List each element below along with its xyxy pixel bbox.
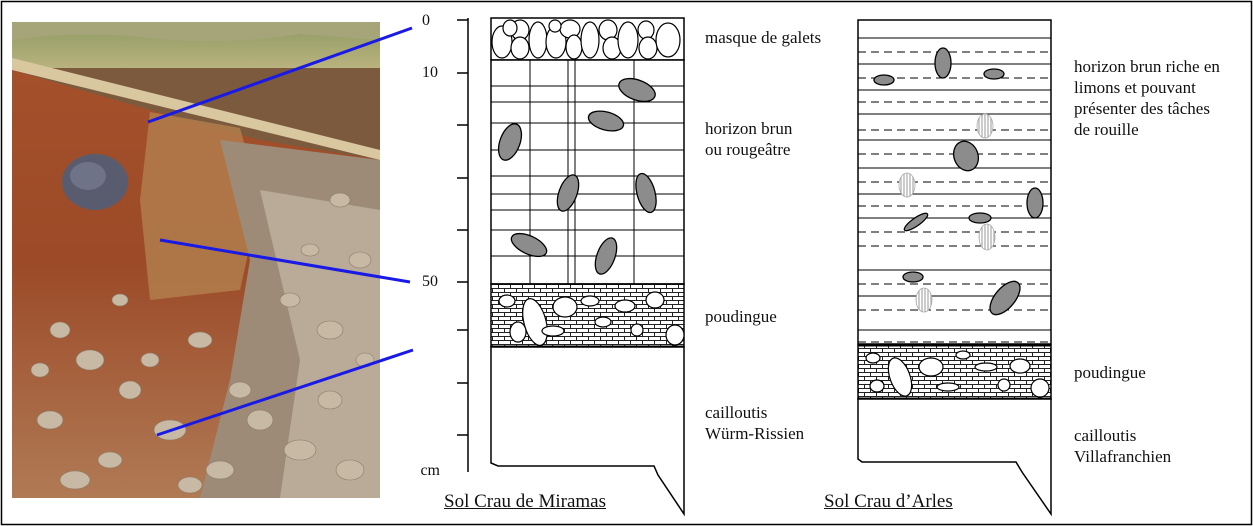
miramas-column [490,17,685,517]
depth-tick-50: 50 [422,273,438,290]
miramas-cailloutis-layer [490,346,685,517]
miramas-label-pebble-mask: masque de galets [705,28,822,47]
arles-cailloutis-layer [857,398,1052,517]
depth-axis [457,18,469,472]
arles-label-brown-horizon: horizon brun riche en limons et pouvant … [1074,57,1220,139]
depth-tick-10: 10 [422,64,438,81]
miramas-label-poudingue: poudingue [705,307,777,326]
connector-line-middle [159,238,411,284]
arles-label-poudingue: poudingue [1074,363,1146,382]
connector-lines [147,26,414,437]
depth-tick-0: 0 [422,12,430,29]
soil-photo [12,22,380,498]
miramas-label-brown-horizon: horizon brun ou rougeâtre [705,119,793,159]
connector-line-bottom [156,348,414,437]
arles-label-cailloutis: cailloutis Villafranchien [1074,426,1172,466]
arles-column [857,19,1052,517]
connector-line-top [147,26,413,124]
depth-unit: cm [420,462,440,479]
miramas-title: Sol Crau de Miramas [444,491,607,512]
arles-title: Sol Crau d’Arles [824,491,953,512]
miramas-label-cailloutis: cailloutis Würm-Rissien [705,403,805,443]
